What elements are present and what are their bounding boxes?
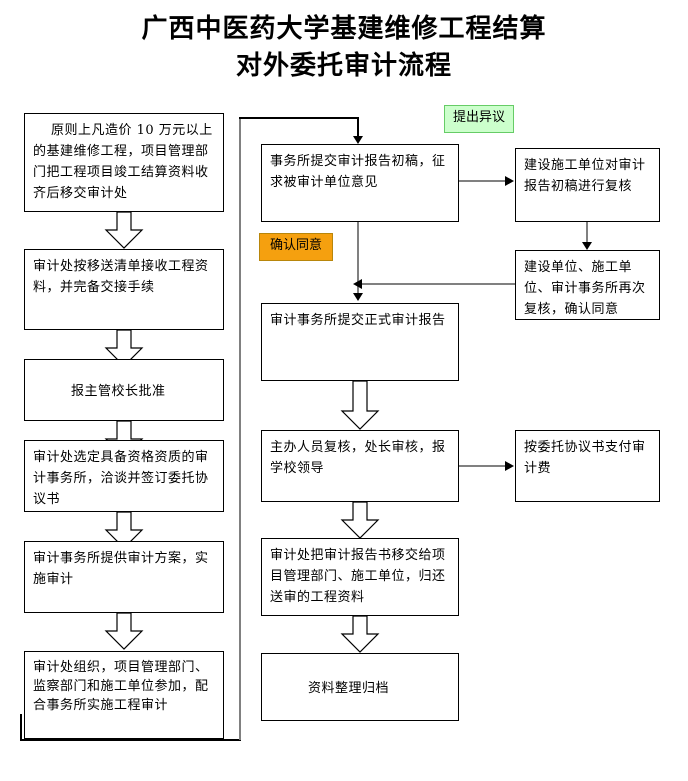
arrowhead-r2-to-center: [353, 279, 362, 289]
arrowhead-c1-to-c2: [353, 293, 363, 301]
tag-confirm-agree-label: 确认同意: [269, 238, 322, 253]
process-box-l5-label: 审计事务所提供审计方案，实施审计: [33, 551, 209, 587]
process-box-l1-label: 原则上凡造价 10 万元以上的基建维修工程，项目管理部门把工程项目竣工结算资料收…: [33, 123, 213, 201]
process-box-l3[interactable]: 报主管校长批准: [24, 359, 224, 421]
connector-c3-to-r3: [459, 465, 509, 467]
connector-vertical-spine: [239, 117, 241, 740]
process-box-c1-label: 事务所提交审计报告初稿，征求被审计单位意见: [270, 154, 446, 190]
tag-objection[interactable]: 提出异议: [444, 105, 514, 133]
process-box-r1-label: 建设施工单位对审计报告初稿进行复核: [524, 158, 646, 194]
process-box-l4[interactable]: 审计处选定具备资格资质的审计事务所，洽谈并签订委托协议书: [24, 440, 224, 512]
tag-confirm-agree[interactable]: 确认同意: [259, 233, 333, 261]
block-arrow-c3-c4: [339, 502, 381, 540]
process-box-l6[interactable]: 审计处组织，项目管理部门、监察部门和施工单位参加，配合事务所实施工程审计: [24, 651, 224, 739]
connector-into-c1: [357, 117, 359, 139]
block-arrow-c4-c5: [339, 616, 381, 654]
process-box-r1[interactable]: 建设施工单位对审计报告初稿进行复核: [515, 148, 660, 222]
process-box-r3-label: 按委托协议书支付审计费: [524, 440, 646, 476]
process-box-r2-label: 建设单位、施工单位、审计事务所再次复核，确认同意: [524, 260, 646, 317]
arrowhead-c1-to-r1: [505, 176, 514, 186]
process-box-c3[interactable]: 主办人员复核，处长审核，报学校领导: [261, 430, 459, 502]
process-box-r2[interactable]: 建设单位、施工单位、审计事务所再次复核，确认同意: [515, 250, 660, 320]
process-box-l4-label: 审计处选定具备资格资质的审计事务所，洽谈并签订委托协议书: [33, 450, 209, 507]
process-box-l3-label: 报主管校长批准: [71, 383, 166, 399]
connector-c1-to-r1: [459, 180, 509, 182]
connector-c1-to-c2: [357, 222, 359, 299]
block-arrow-l2-l3: [103, 330, 145, 368]
arrowhead-r1-to-r2: [582, 242, 592, 250]
page-title-line-2: 对外委托审计流程: [235, 51, 452, 81]
block-arrow-c2-c3: [339, 381, 381, 430]
connector-r2-to-center: [362, 283, 515, 285]
block-arrow-l1-l2: [103, 212, 145, 250]
process-box-l1[interactable]: 原则上凡造价 10 万元以上的基建维修工程，项目管理部门把工程项目竣工结算资料收…: [24, 113, 224, 212]
process-box-l6-label: 审计处组织，项目管理部门、监察部门和施工单位参加，配合事务所实施工程审计: [33, 660, 209, 713]
block-arrow-l4-l5: [103, 512, 145, 550]
page-title-line-1: 广西中医药大学基建维修工程结算: [141, 14, 547, 44]
connector-bottom-horizontal: [20, 739, 241, 741]
process-box-c3-label: 主办人员复核，处长审核，报学校领导: [270, 440, 446, 476]
process-box-c5[interactable]: 资料整理归档: [261, 653, 459, 721]
arrowhead-into-c1: [353, 136, 363, 144]
process-box-l2[interactable]: 审计处按移送清单接收工程资料，并完备交接手续: [24, 249, 224, 330]
process-box-c2[interactable]: 审计事务所提交正式审计报告: [261, 303, 459, 381]
process-box-c2-label: 审计事务所提交正式审计报告: [270, 313, 446, 328]
arrowhead-c3-to-r3: [505, 461, 514, 471]
block-arrow-l5-l6: [103, 613, 145, 651]
connector-spine-top-horizontal: [239, 117, 359, 119]
connector-r1-to-r2: [586, 222, 588, 248]
process-box-c4-label: 审计处把审计报告书移交给项目管理部门、施工单位，归还送审的工程资料: [270, 548, 446, 605]
process-box-l5[interactable]: 审计事务所提供审计方案，实施审计: [24, 541, 224, 613]
process-box-c1[interactable]: 事务所提交审计报告初稿，征求被审计单位意见: [261, 144, 459, 222]
process-box-c4[interactable]: 审计处把审计报告书移交给项目管理部门、施工单位，归还送审的工程资料: [261, 538, 459, 616]
process-box-r3[interactable]: 按委托协议书支付审计费: [515, 430, 660, 502]
connector-bottom-left-riser: [20, 714, 22, 740]
process-box-c5-label: 资料整理归档: [308, 680, 390, 696]
tag-objection-label: 提出异议: [452, 110, 505, 125]
process-box-l2-label: 审计处按移送清单接收工程资料，并完备交接手续: [33, 259, 209, 295]
